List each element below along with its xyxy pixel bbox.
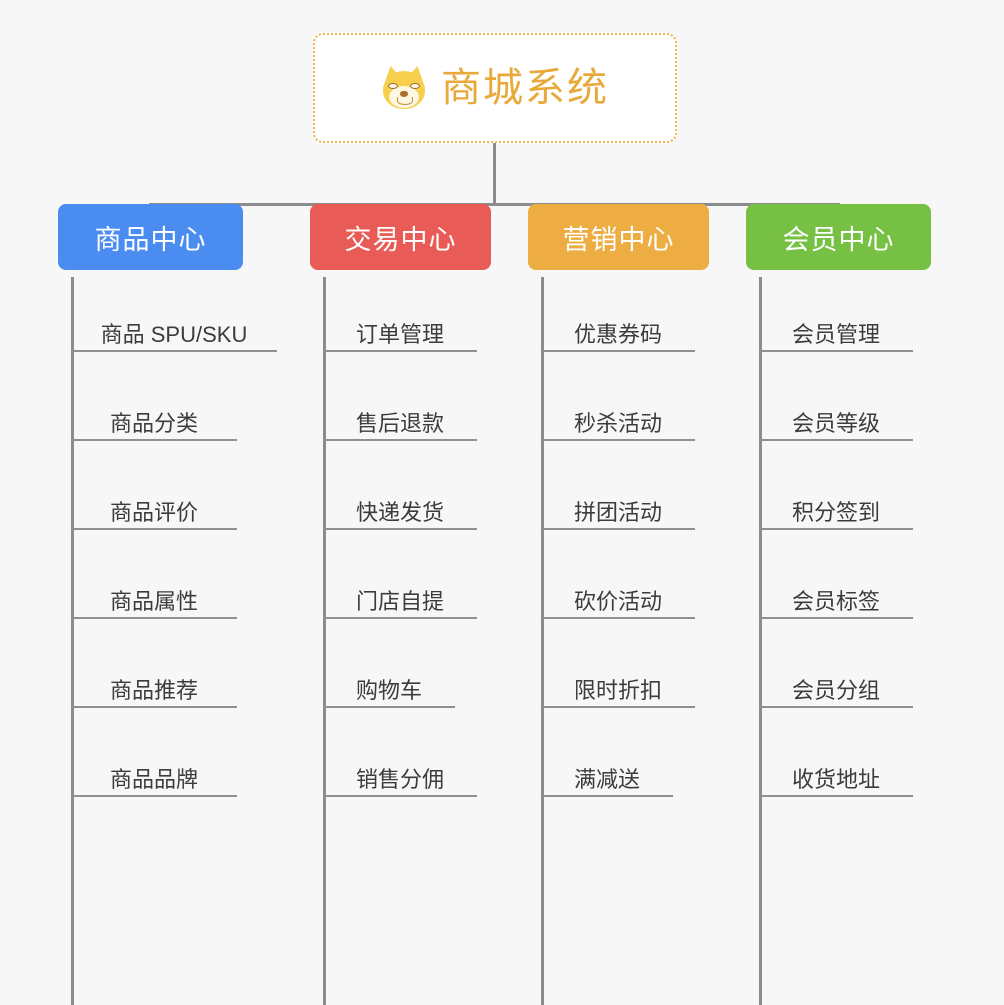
branch-header-4[interactable]: 会员中心 [746,204,931,270]
leaf-label: 快递发货 [355,500,444,525]
leaf-item[interactable]: 积分签到 [759,500,913,530]
leaf-label: 满减送 [573,767,640,792]
branch-header-3[interactable]: 营销中心 [528,204,709,270]
leaf-item[interactable]: 会员管理 [759,322,913,352]
leaf-label: 商品评价 [109,500,198,525]
leaf-item[interactable]: 订单管理 [323,322,477,352]
leaf-item[interactable]: 门店自提 [323,589,477,619]
leaf-item[interactable]: 商品评价 [71,500,237,530]
leaf-label: 售后退款 [355,411,444,436]
leaf-label: 会员标签 [791,589,880,614]
leaf-label: 砍价活动 [573,589,662,614]
fox-face-icon [381,64,427,110]
leaf-item[interactable]: 商品属性 [71,589,237,619]
leaf-label: 购物车 [355,678,422,703]
leaf-label: 商品推荐 [109,678,198,703]
connector-root-stem [493,143,496,205]
mindmap-canvas: 商城系统 商品中心 商品 SPU/SKU 商品分类 商品评价 商品属性 商品推荐… [58,33,931,1005]
leaf-item[interactable]: 商品品牌 [71,767,237,797]
branch-header-2[interactable]: 交易中心 [310,204,491,270]
leaf-label: 商品分类 [109,411,198,436]
leaf-label: 商品 SPU/SKU [100,322,248,347]
branch-trunk-3 [541,277,544,1005]
leaf-item[interactable]: 收货地址 [759,767,913,797]
leaf-item[interactable]: 商品分类 [71,411,237,441]
branch-title-3: 营销中心 [562,224,675,255]
leaf-label: 门店自提 [355,589,444,614]
branch-header-1[interactable]: 商品中心 [58,204,243,270]
leaf-item[interactable]: 砍价活动 [541,589,695,619]
leaf-label: 秒杀活动 [573,411,662,436]
leaf-item[interactable]: 商品推荐 [71,678,237,708]
leaf-label: 商品品牌 [109,767,198,792]
leaf-item[interactable]: 售后退款 [323,411,477,441]
branch-trunk-2 [323,277,326,1005]
leaf-label: 会员管理 [791,322,880,347]
leaf-item[interactable]: 销售分佣 [323,767,477,797]
leaf-label: 收货地址 [791,767,880,792]
leaf-item[interactable]: 优惠券码 [541,322,695,352]
leaf-item[interactable]: 会员分组 [759,678,913,708]
branch-trunk-4 [759,277,762,1005]
root-node[interactable]: 商城系统 [313,33,677,143]
leaf-label: 优惠券码 [573,322,662,347]
leaf-label: 订单管理 [355,322,444,347]
leaf-item[interactable]: 购物车 [323,678,455,708]
leaf-item[interactable]: 会员等级 [759,411,913,441]
leaf-item[interactable]: 商品 SPU/SKU [71,322,277,352]
root-title: 商城系统 [441,66,609,110]
leaf-item[interactable]: 限时折扣 [541,678,695,708]
leaf-item[interactable]: 秒杀活动 [541,411,695,441]
branch-title-2: 交易中心 [344,224,457,255]
leaf-label: 销售分佣 [355,767,444,792]
leaf-label: 会员分组 [791,678,880,703]
leaf-item[interactable]: 满减送 [541,767,673,797]
branch-trunk-1 [71,277,74,1005]
leaf-label: 拼团活动 [573,500,662,525]
leaf-label: 商品属性 [109,589,198,614]
leaf-label: 限时折扣 [573,678,662,703]
leaf-label: 积分签到 [791,500,880,525]
leaf-item[interactable]: 拼团活动 [541,500,695,530]
connector-horizontal-bus [149,203,840,206]
leaf-label: 会员等级 [791,411,880,436]
leaf-item[interactable]: 快递发货 [323,500,477,530]
branch-title-4: 会员中心 [782,224,895,255]
branch-title-1: 商品中心 [94,224,207,255]
leaf-item[interactable]: 会员标签 [759,589,913,619]
